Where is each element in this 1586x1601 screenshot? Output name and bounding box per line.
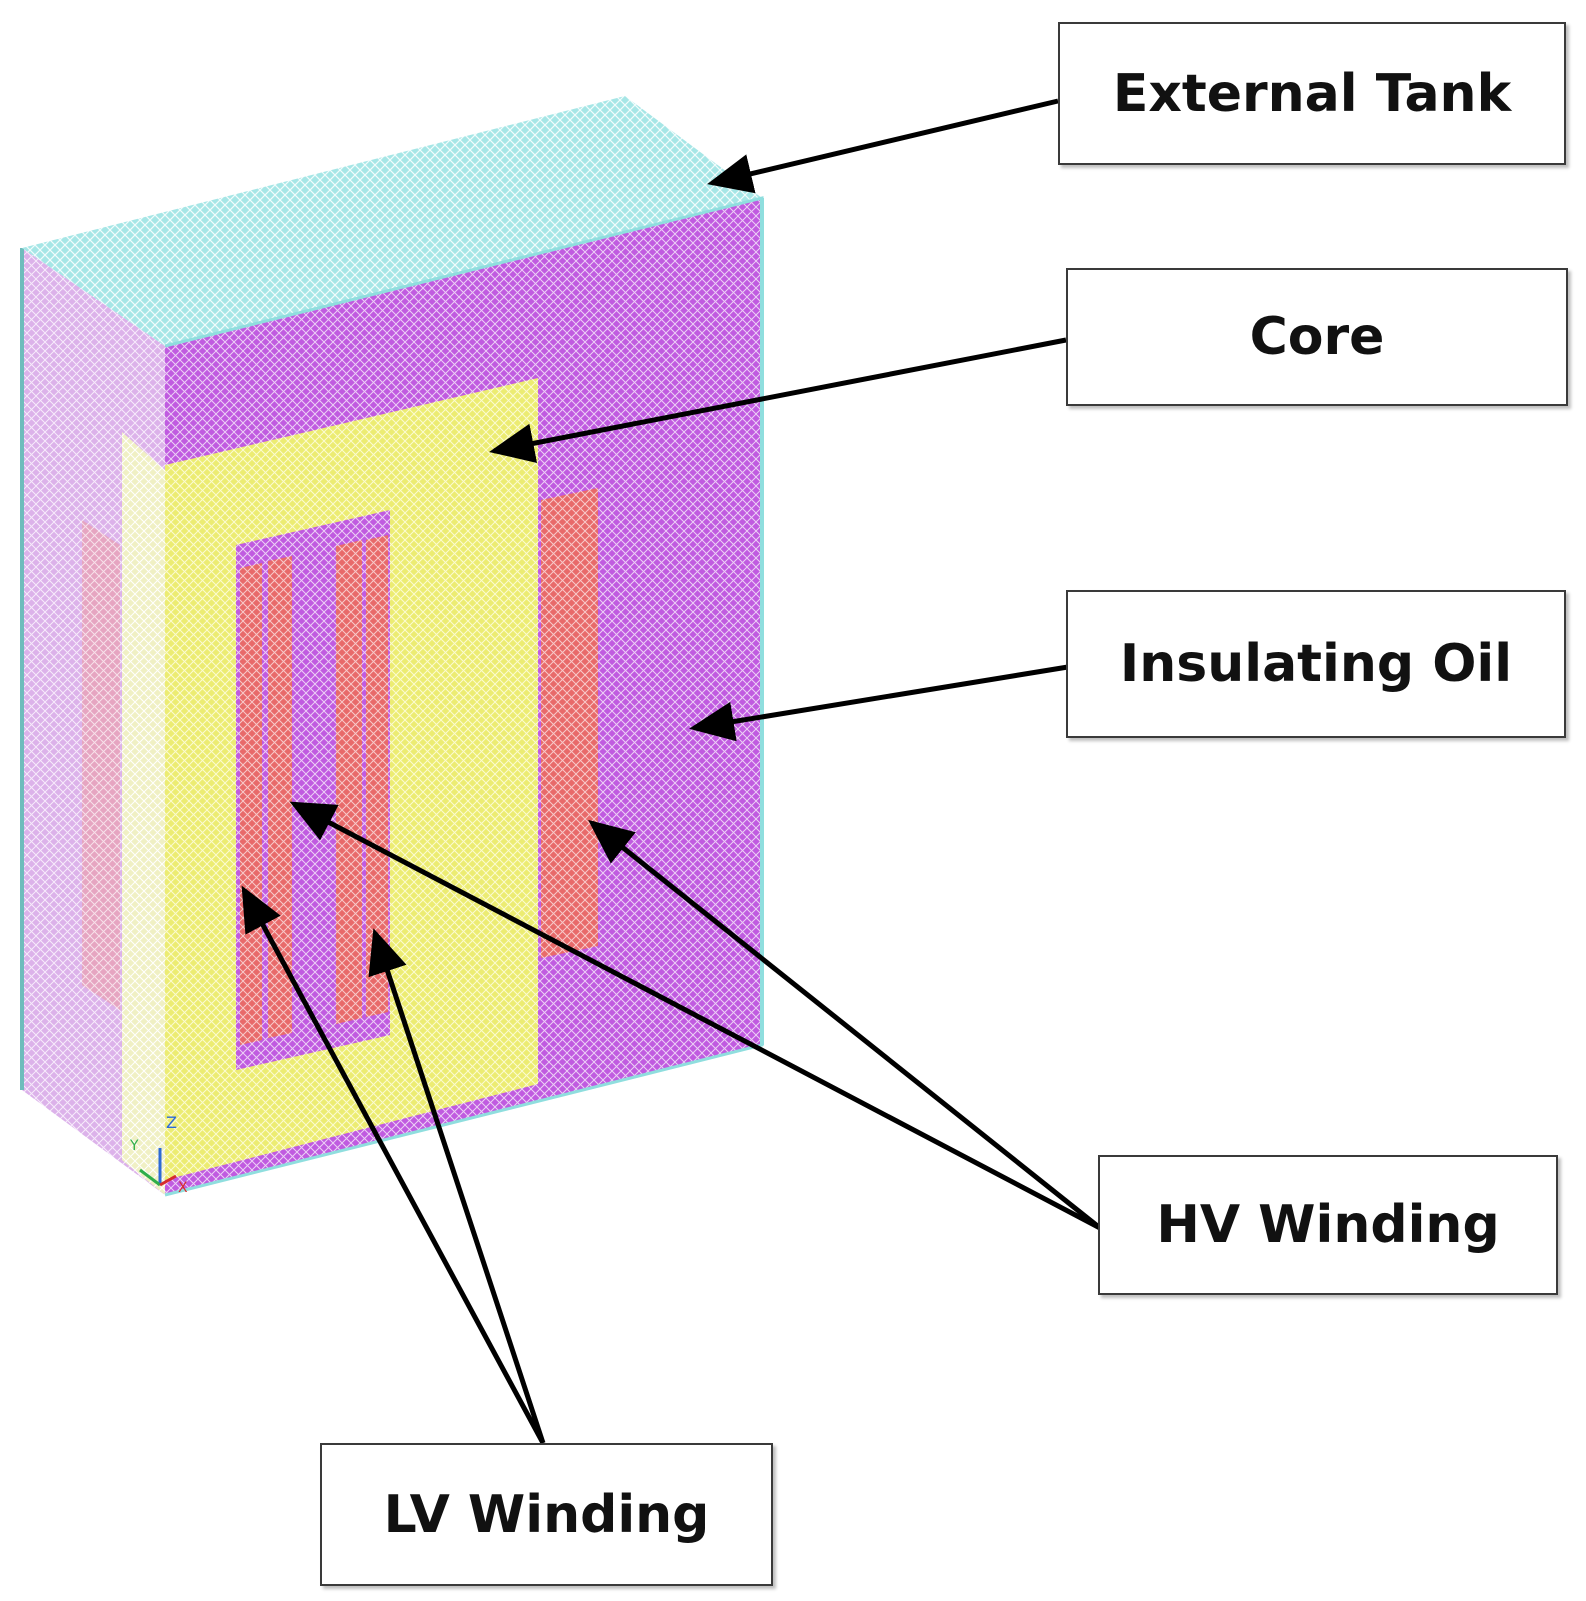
- arrow-core: [489, 337, 1067, 464]
- arrow-lv-winding-2: [368, 928, 546, 1444]
- leader-arrows: [241, 98, 1102, 1445]
- axis-triad: Z Y X: [129, 1113, 188, 1196]
- lv-winding-strip-1: [240, 563, 262, 1045]
- arrow-external-tank: [707, 98, 1059, 194]
- lv-winding-strip-4: [366, 535, 388, 1017]
- external-tank-label: External Tank: [1058, 22, 1566, 165]
- arrow-hv-winding-2: [588, 819, 1102, 1230]
- transformer-model: Z Y X: [20, 96, 764, 1197]
- insulating-oil-label: Insulating Oil: [1066, 590, 1566, 738]
- axis-label-y: Y: [129, 1138, 139, 1154]
- axis-label-z: Z: [166, 1113, 177, 1132]
- hv-winding-strip: [541, 488, 598, 958]
- tank-top-face: [22, 96, 762, 346]
- hv-winding-label: HV Winding: [1098, 1155, 1558, 1295]
- lv-winding-label: LV Winding: [320, 1443, 773, 1586]
- lv-winding-strip-3: [336, 540, 362, 1024]
- axis-label-x: X: [178, 1180, 188, 1196]
- core-label: Core: [1066, 268, 1568, 406]
- side-face-core: [122, 432, 165, 1195]
- side-face-winding: [82, 520, 120, 1010]
- arrow-lv-winding-1: [241, 885, 546, 1445]
- arrow-insulating-oil: [689, 663, 1075, 742]
- lv-winding-strip-2: [268, 556, 292, 1038]
- arrow-hv-winding-1: [289, 801, 1102, 1231]
